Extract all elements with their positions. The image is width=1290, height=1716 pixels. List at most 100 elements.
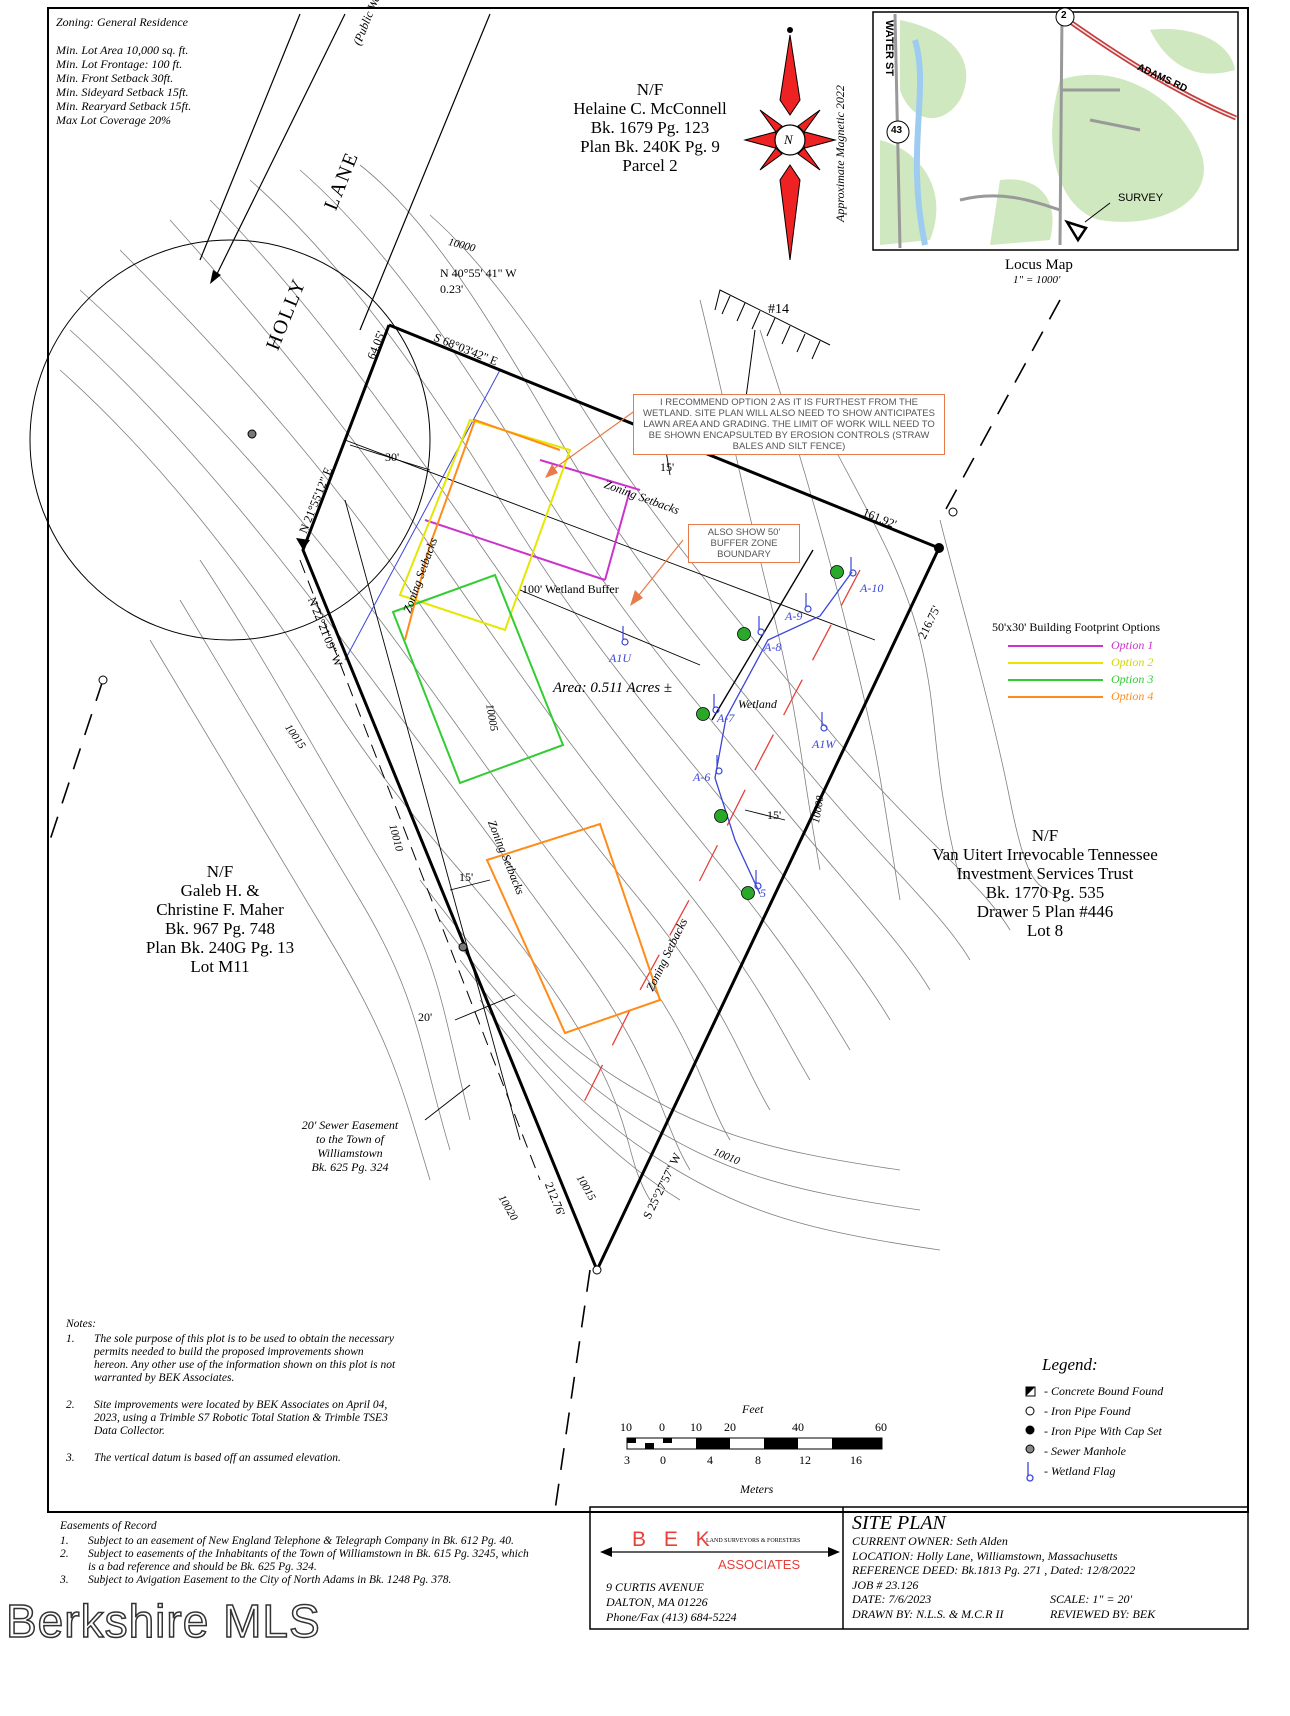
sewer-manhole-icon (1025, 1444, 1035, 1454)
notes-heading: Notes: (66, 1318, 97, 1330)
locus-map (872, 7, 1239, 251)
neighbor-west: N/F Galeb H. & Christine F. Maher Bk. 96… (145, 862, 295, 976)
legend-item-sewer-manhole: - Sewer Manhole (1044, 1443, 1126, 1458)
sewer-easement-line (299, 559, 541, 1181)
iron-pipe-cap-corner (934, 543, 944, 553)
locus-title: Locus Map (1005, 257, 1073, 273)
flag-a7: A-7 (717, 711, 735, 725)
easement-item: 1. Subject to an easement of New England… (60, 1535, 514, 1547)
footprint-legend-title: 50'x30' Building Footprint Options (992, 620, 1161, 634)
flag-a10: A-10 (860, 581, 884, 595)
wetland-flag-icon (1026, 1462, 1034, 1482)
footprint-option-3-row: Option 3 (1008, 671, 1160, 688)
lot-14-label: #14 (768, 302, 789, 317)
legend-item-concrete-bound: - Concrete Bound Found (1044, 1383, 1164, 1398)
locus-survey: SURVEY (1118, 192, 1164, 204)
watermark: Berkshire MLS (5, 1594, 321, 1648)
flag-a1u: A1U (609, 651, 631, 665)
dimension-15-east: 15' (767, 808, 782, 822)
zoning-rule: Min. Lot Area 10,000 sq. ft. (56, 43, 189, 57)
footprint-option-2 (398, 418, 572, 632)
iron-pipe-cap-icon (1025, 1425, 1035, 1435)
neighbor-east: N/F Van Uitert Irrevocable Tennessee Inv… (932, 826, 1158, 940)
zoning-title: Zoning: General Residence (56, 15, 188, 29)
sewer-manhole (247, 429, 257, 439)
zoning-info: Zoning: General Residence Min. Lot Area … (56, 15, 191, 127)
wetland-buffer-line (579, 569, 861, 1111)
wetland-flag-line (714, 571, 853, 895)
scale-feet-label: Feet (742, 1402, 764, 1416)
zoning-rule: Min. Front Setback 30ft. (56, 71, 174, 85)
scale-meter-ticks: 3 0 4 8 12 16 (624, 1453, 862, 1467)
company-address: 9 CURTIS AVENUE DALTON, MA 01226 Phone/F… (606, 1580, 737, 1624)
comment-buffer-zone: ALSO SHOW 50' BUFFER ZONE BOUNDARY (688, 524, 800, 563)
easement-item: 2. Subject to easements of the Inhabitan… (60, 1548, 529, 1573)
wetland-points (696, 565, 844, 900)
comment-option-2: I RECOMMEND OPTION 2 AS IT IS FURTHEST F… (633, 394, 945, 455)
blue-line (344, 369, 501, 661)
flag-a8: A-8 (764, 640, 782, 654)
company-tagline: LAND SURVEYORS & FORESTERS (706, 1538, 801, 1544)
company-associates: ASSOCIATES (718, 1557, 801, 1572)
road-edges (199, 13, 491, 331)
easement-item: 3. Subject to Avigation Easement to the … (60, 1574, 452, 1586)
footprint-option-1-row: Option 1 (1008, 637, 1160, 654)
scale-feet-ticks: 10 0 10 20 40 60 (620, 1420, 887, 1434)
flag-a6: A-6 (693, 770, 711, 784)
locus-route-2: 2 (1061, 10, 1067, 21)
locus-scale: 1" = 1000' (1013, 274, 1061, 286)
dimension-15-west: 15' (459, 870, 474, 884)
wetland-buffer-label: 100' Wetland Buffer (522, 582, 619, 596)
scale-meters-label: Meters (740, 1482, 774, 1496)
iron-pipe-found-icon (1025, 1406, 1035, 1416)
zoning-leader-line (214, 13, 346, 279)
note-item: 2. Site improvements were located by BEK… (66, 1399, 388, 1437)
dimension-15-north: 15' (660, 460, 675, 474)
notes-section: Notes: 1. The sole purpose of this plot … (66, 1318, 396, 1479)
magnetic-note: Approximate Magnetic 2022 (833, 85, 847, 222)
footprint-option-3 (391, 573, 565, 785)
zoning-rule: Min. Sideyard Setback 15ft. (56, 85, 189, 99)
comment-leaders (547, 409, 684, 601)
zoning-rule: Max Lot Coverage 20% (56, 113, 171, 127)
note-item: 1. The sole purpose of this plot is to b… (66, 1333, 396, 1384)
zoning-rule: Min. Lot Frontage: 100 ft. (56, 57, 183, 71)
site-plan-title: SITE PLAN (852, 1512, 946, 1534)
footprint-option-4-row: Option 4 (1008, 688, 1160, 705)
company-name: B E K (632, 1528, 716, 1551)
flag-a9: A-9 (785, 609, 803, 623)
neighbor-north: N/F Helaine C. McConnell Bk. 1679 Pg. 12… (573, 80, 727, 175)
building-14-hatch (714, 289, 831, 406)
flag-a5: 5 (760, 886, 766, 900)
sewer-easement-label: 20' Sewer Easement to the Town of Willia… (301, 1118, 399, 1174)
north-letter: N (784, 132, 793, 147)
centerline-dashed (49, 299, 1061, 1511)
legend-symbols (1025, 1386, 1036, 1482)
title-block-frame (589, 1506, 1249, 1630)
cul-de-sac-circle (29, 239, 431, 641)
concrete-bound-icon (1025, 1386, 1036, 1397)
legend-item-wetland-flag: - Wetland Flag (1044, 1463, 1116, 1478)
dimension-20: 20' (418, 1010, 433, 1024)
footprint-option-1 (424, 459, 641, 581)
dimension-lines (349, 444, 786, 1021)
easements-section: Easements of Record 1. Subject to an eas… (60, 1520, 530, 1587)
iron-pipe-found-corner (948, 507, 958, 517)
north-arrow (743, 27, 837, 261)
footprint-option-4 (404, 418, 662, 1035)
tie-distance: 0.23' (440, 282, 464, 296)
area-label: Area: 0.511 Acres ± (553, 680, 673, 696)
legend-title: Legend: (1042, 1355, 1098, 1374)
scale-bar (626, 1437, 883, 1450)
legend-item-iron-pipe-cap: - Iron Pipe With Cap Set (1044, 1423, 1162, 1438)
contour-lines (59, 164, 1061, 1251)
title-block: SITE PLAN CURRENT OWNER: Seth Alden LOCA… (852, 1512, 1156, 1621)
note-item: 3. The vertical datum is based off an as… (66, 1452, 341, 1464)
wetland-label: Wetland (738, 697, 777, 711)
locus-route-43: 43 (891, 125, 903, 136)
survey-marker (1064, 219, 1088, 243)
setback-lines (344, 439, 876, 1141)
easements-heading: Easements of Record (60, 1520, 157, 1532)
zoning-rule: Min. Rearyard Setback 15ft. (56, 99, 192, 113)
